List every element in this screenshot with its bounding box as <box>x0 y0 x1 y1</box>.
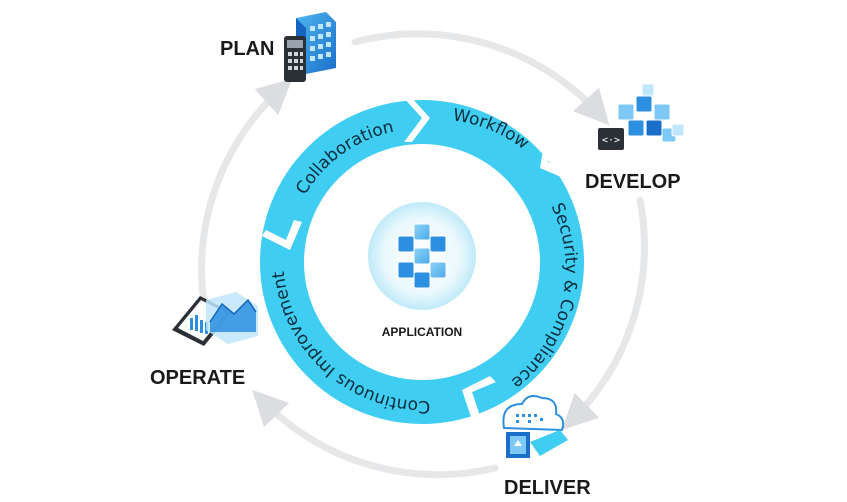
stage-label-develop: DEVELOP <box>585 171 681 193</box>
center-application: APPLICATION <box>368 202 476 339</box>
calculator-building-icon <box>284 12 336 82</box>
center-label: APPLICATION <box>382 325 462 339</box>
cube-cluster-icon <box>397 223 447 289</box>
stage-label-plan: PLAN <box>220 38 274 60</box>
stage-label-operate: OPERATE <box>150 367 245 389</box>
cloud-deploy-icon <box>502 395 568 458</box>
ring-chevron <box>402 96 430 142</box>
ring-chevron <box>262 220 302 250</box>
ring-chevron <box>462 376 496 420</box>
ring-chevron <box>540 138 572 180</box>
monitor-dashboard-icon <box>172 292 258 346</box>
stage-deliver: DELIVER <box>502 395 591 499</box>
stage-operate: OPERATE <box>150 292 258 389</box>
stage-develop: <·> DEVELOP <box>585 83 685 193</box>
stage-plan: PLAN <box>220 12 336 82</box>
stage-label-deliver: DELIVER <box>504 477 591 499</box>
code-cubes-icon: <·> <box>598 83 685 150</box>
svg-text:<·>: <·> <box>602 135 620 146</box>
outer-cycle <box>198 30 648 479</box>
